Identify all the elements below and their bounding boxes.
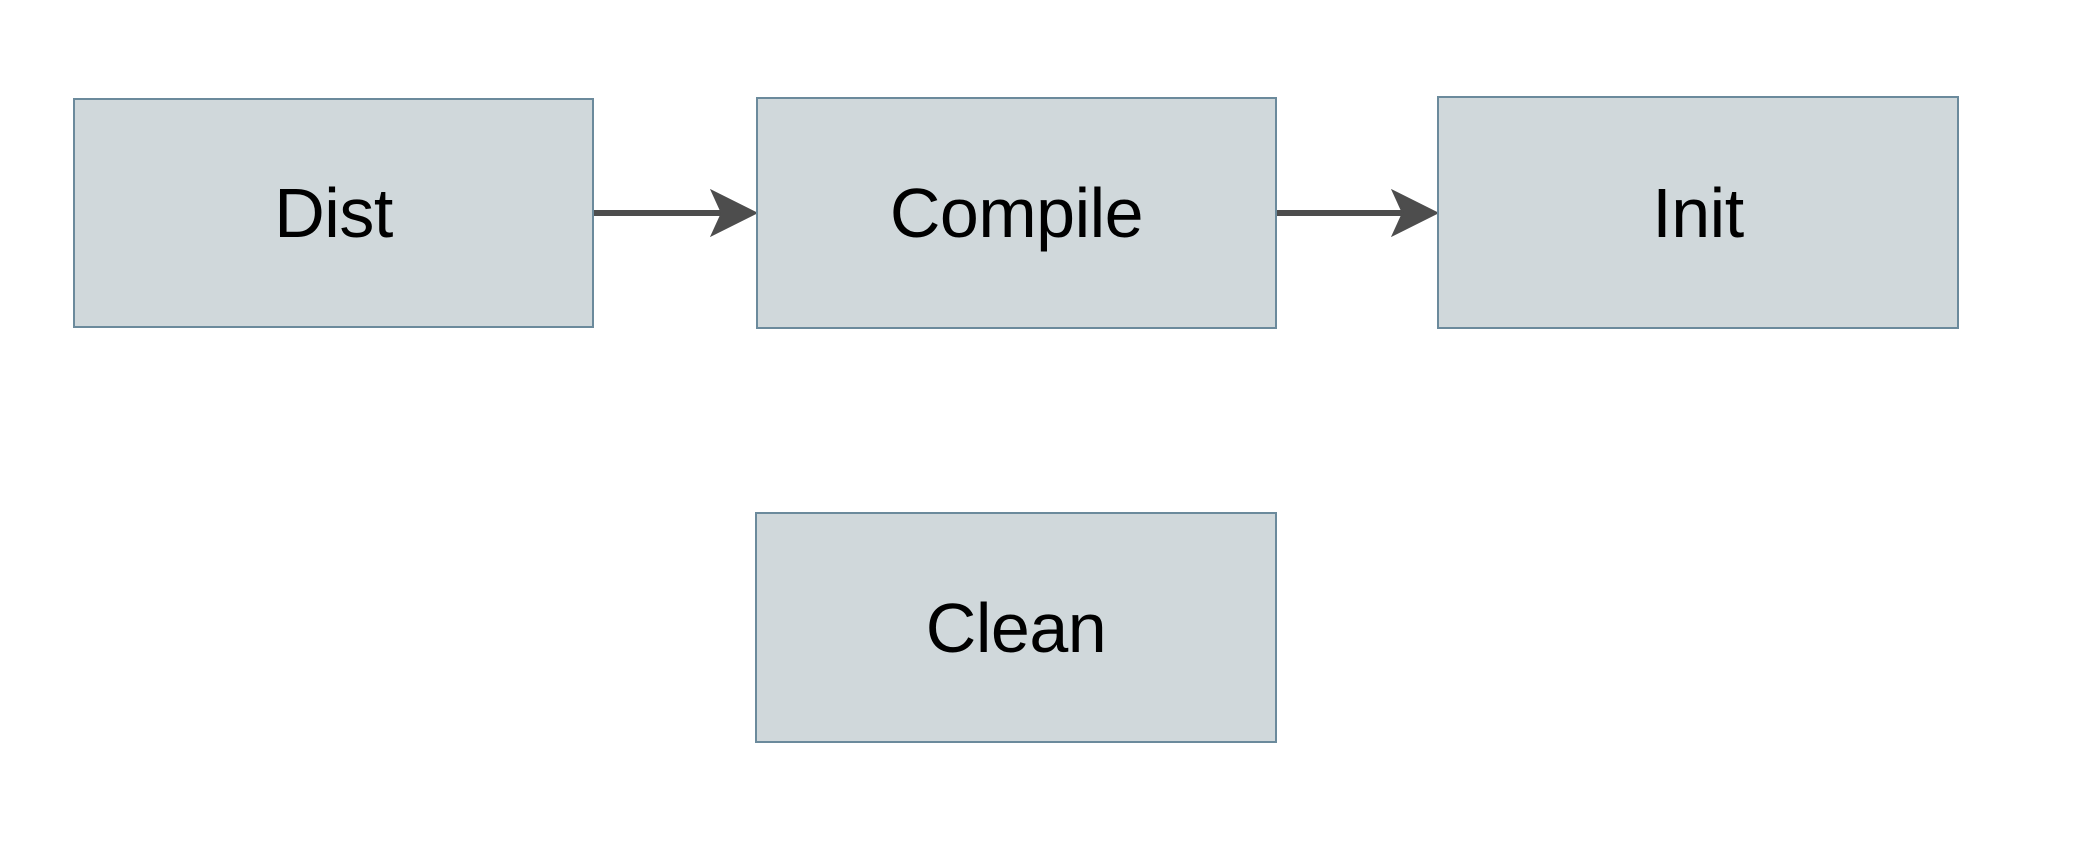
node-label-dist: Dist	[274, 174, 393, 252]
arrowhead-icon	[709, 188, 759, 238]
node-label-compile: Compile	[889, 174, 1144, 252]
node-dist[interactable]: Dist	[73, 98, 594, 328]
edge-compile-to-init[interactable]	[1277, 188, 1440, 238]
node-label-init: Init	[1652, 173, 1744, 252]
edge-dist-to-compile[interactable]	[594, 188, 759, 238]
node-clean[interactable]: Clean	[755, 512, 1277, 743]
node-label-clean: Clean	[925, 588, 1107, 667]
node-init[interactable]: Init	[1437, 96, 1959, 329]
node-compile[interactable]: Compile	[756, 97, 1277, 329]
arrowhead-icon	[1390, 188, 1440, 238]
